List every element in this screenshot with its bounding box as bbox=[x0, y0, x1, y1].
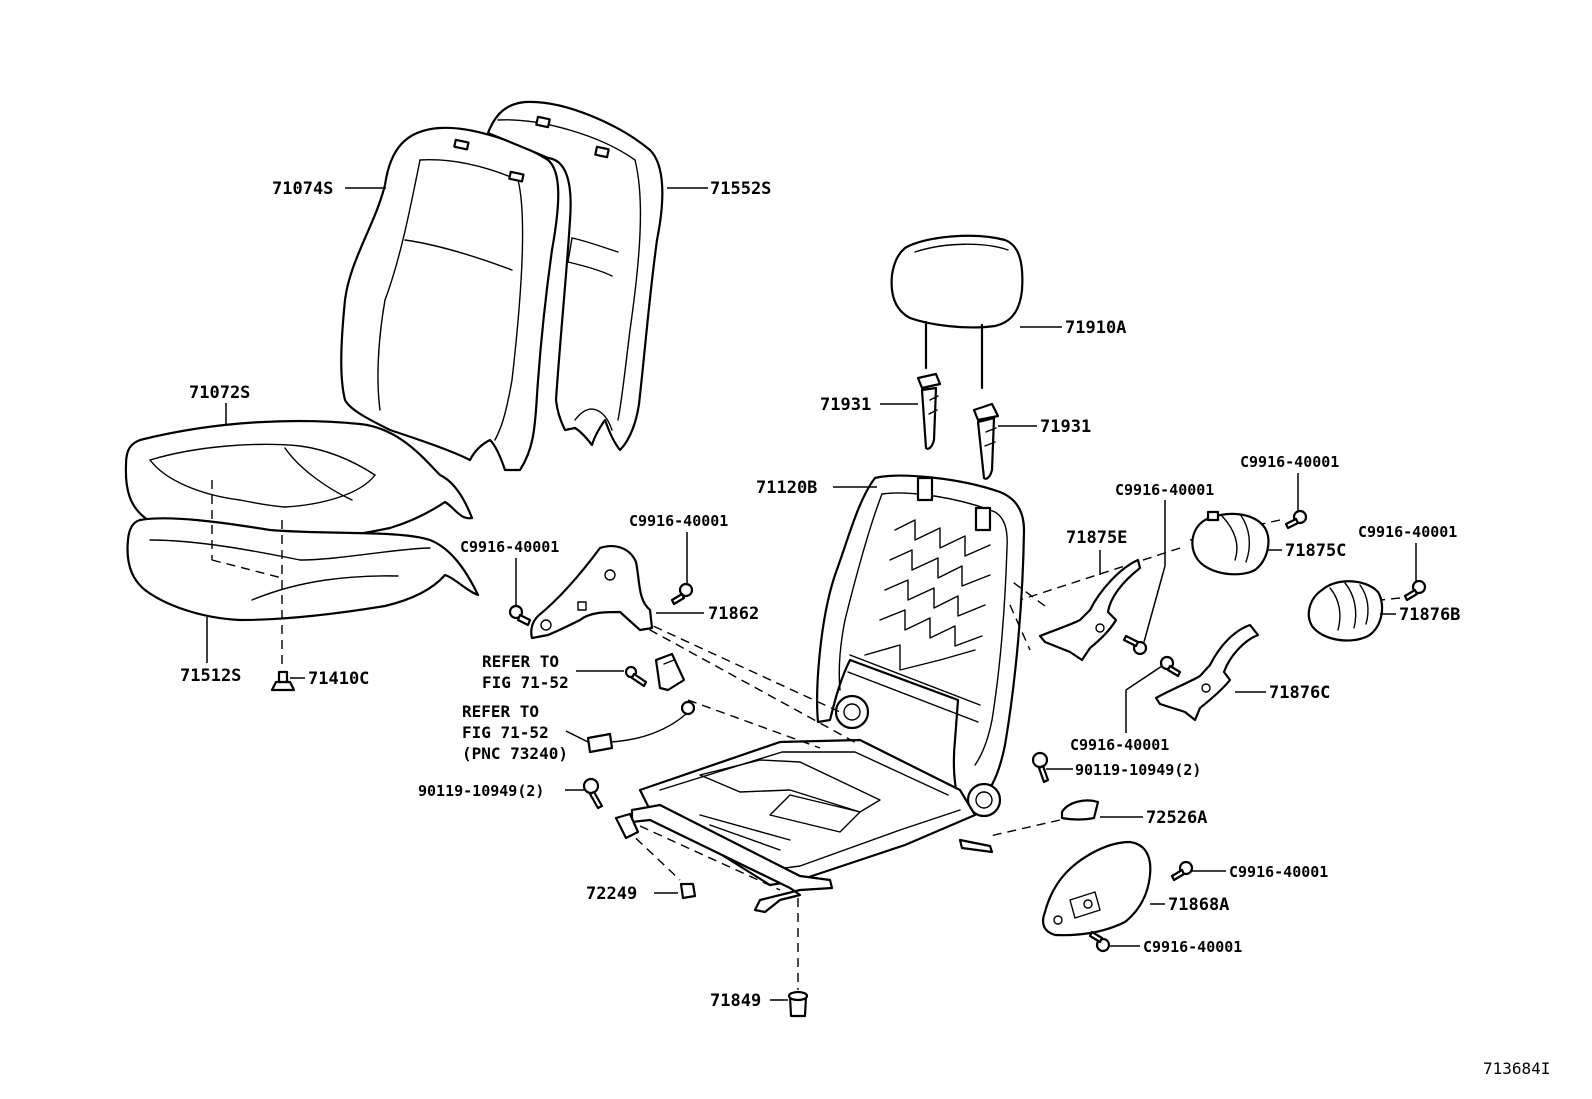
label-72526A: 72526A bbox=[1146, 808, 1207, 828]
headrest-support-71931-right[interactable] bbox=[972, 402, 1000, 480]
knob-72526A[interactable] bbox=[1060, 799, 1100, 821]
label-71072S: 71072S bbox=[189, 383, 250, 403]
label-71876B: 71876B bbox=[1399, 605, 1460, 625]
seat-belt-buckle[interactable] bbox=[586, 652, 696, 754]
cap-72249[interactable] bbox=[679, 882, 697, 900]
screw-71862-top[interactable] bbox=[670, 582, 694, 606]
headrest-support-71931-left[interactable] bbox=[916, 372, 942, 450]
label-71410C: 71410C bbox=[308, 669, 369, 689]
rail-hook[interactable] bbox=[614, 812, 640, 840]
bracket-71862[interactable] bbox=[530, 545, 654, 640]
screw-71876B[interactable] bbox=[1403, 579, 1427, 602]
bracket-71876C[interactable] bbox=[1154, 623, 1260, 722]
diagram-id: 713684I bbox=[1483, 1059, 1550, 1078]
screw-71868A-top[interactable] bbox=[1170, 860, 1194, 882]
cover-71876B[interactable] bbox=[1307, 580, 1384, 642]
label-71862: 71862 bbox=[708, 604, 759, 624]
ref1-line2: FIG 71-52 bbox=[482, 673, 569, 692]
ref2-line1: REFER TO bbox=[462, 702, 539, 721]
label-71931-left: 71931 bbox=[820, 395, 871, 415]
seat-frame-71120B[interactable] bbox=[630, 474, 1026, 914]
screw-71875E[interactable] bbox=[1122, 634, 1148, 656]
seat-cushion-pad-71512S[interactable] bbox=[126, 517, 480, 622]
bolt-90119-10949-right[interactable] bbox=[1031, 751, 1050, 784]
screw-71862-left[interactable] bbox=[508, 604, 532, 627]
label-71552S: 71552S bbox=[710, 179, 771, 199]
bracket-71875E[interactable] bbox=[1038, 558, 1142, 662]
clip-71410C[interactable] bbox=[270, 670, 296, 692]
seat-back-pad-71552S[interactable] bbox=[486, 100, 664, 452]
label-bolt-90119-10949-right: 90119-10949(2) bbox=[1075, 761, 1201, 779]
label-71120B: 71120B bbox=[756, 478, 817, 498]
label-screw-71876B: C9916-40001 bbox=[1358, 523, 1457, 541]
bolt-71849[interactable] bbox=[787, 990, 809, 1018]
label-screw-71868A-bottom: C9916-40001 bbox=[1143, 938, 1242, 956]
label-71875E: 71875E bbox=[1066, 528, 1127, 548]
headrest-71910A[interactable] bbox=[890, 234, 1024, 390]
label-screw-71876C: C9916-40001 bbox=[1070, 736, 1169, 754]
screw-71875C[interactable] bbox=[1284, 509, 1308, 530]
ref2-line3: (PNC 73240) bbox=[462, 744, 568, 763]
shield-71868A[interactable] bbox=[1041, 840, 1152, 937]
bolt-90119-10949-left[interactable] bbox=[582, 777, 604, 810]
label-71849: 71849 bbox=[710, 991, 761, 1011]
label-bolt-90119-10949-left: 90119-10949(2) bbox=[418, 782, 544, 800]
label-screw-71875E: C9916-40001 bbox=[1115, 481, 1214, 499]
screw-71876C[interactable] bbox=[1159, 655, 1182, 678]
label-screw-71868A-top: C9916-40001 bbox=[1229, 863, 1328, 881]
label-71868A: 71868A bbox=[1168, 895, 1229, 915]
seat-back-cover-71074S[interactable] bbox=[340, 126, 560, 472]
label-71876C: 71876C bbox=[1269, 683, 1330, 703]
label-71074S: 71074S bbox=[272, 179, 333, 199]
label-screw-71862-top: C9916-40001 bbox=[629, 512, 728, 530]
label-71931-right: 71931 bbox=[1040, 417, 1091, 437]
ref1-line1: REFER TO bbox=[482, 652, 559, 671]
screw-71868A-bottom[interactable] bbox=[1088, 930, 1111, 953]
label-71875C: 71875C bbox=[1285, 541, 1346, 561]
label-screw-71875C: C9916-40001 bbox=[1240, 453, 1339, 471]
label-72249: 72249 bbox=[586, 884, 637, 904]
label-screw-71862-left: C9916-40001 bbox=[460, 538, 559, 556]
cover-71875C[interactable] bbox=[1191, 510, 1270, 576]
label-71910A: 71910A bbox=[1065, 318, 1126, 338]
label-71512S: 71512S bbox=[180, 666, 241, 686]
ref2-line2: FIG 71-52 bbox=[462, 723, 549, 742]
